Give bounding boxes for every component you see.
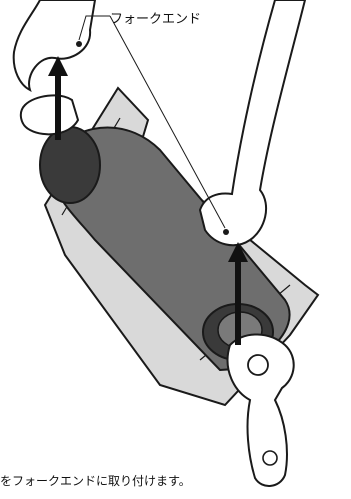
instruction-caption: をフォークエンドに取り付けます。 [0,472,191,489]
left-fork-leg [14,0,95,90]
lever-pivot [248,355,268,375]
right-fork-leg [200,0,305,245]
lever-hole [263,451,277,465]
hub-left-end [40,127,100,203]
left-hand [21,95,78,134]
fork-end-callout-label: フォークエンド [110,8,201,27]
